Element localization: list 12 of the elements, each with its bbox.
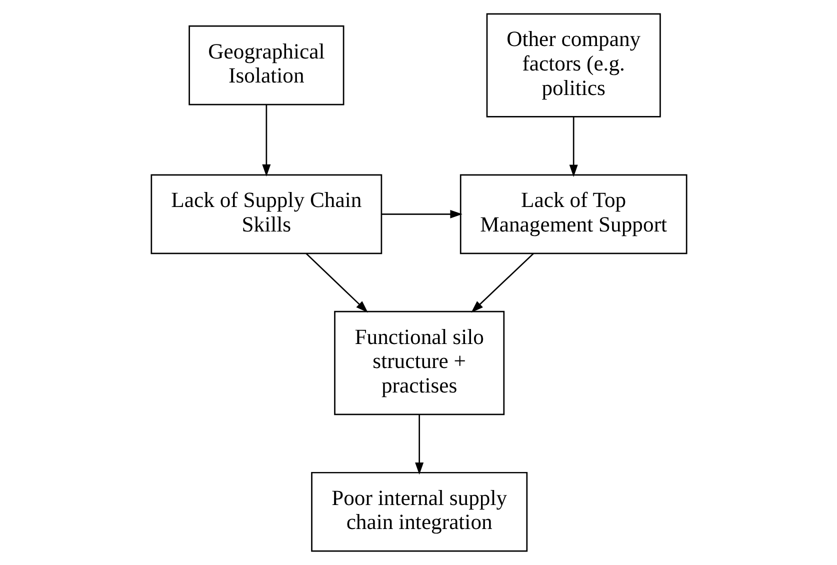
node-box: Lack of Supply Chain Skills — [150, 174, 382, 254]
arrow — [568, 116, 578, 177]
node-box: Poor internal supply chain integration — [310, 472, 528, 552]
arrow — [414, 414, 424, 475]
node-box: Functional silo structure + practises — [334, 310, 504, 416]
arrow — [262, 104, 270, 177]
arrow — [470, 253, 534, 313]
node-box: Lack of Top Management Support — [459, 174, 687, 254]
node-box: Other company factors (e.g. politics — [486, 13, 660, 118]
arrow — [381, 210, 462, 218]
node-box: Geographical Isolation — [188, 25, 344, 106]
arrow — [305, 253, 368, 313]
